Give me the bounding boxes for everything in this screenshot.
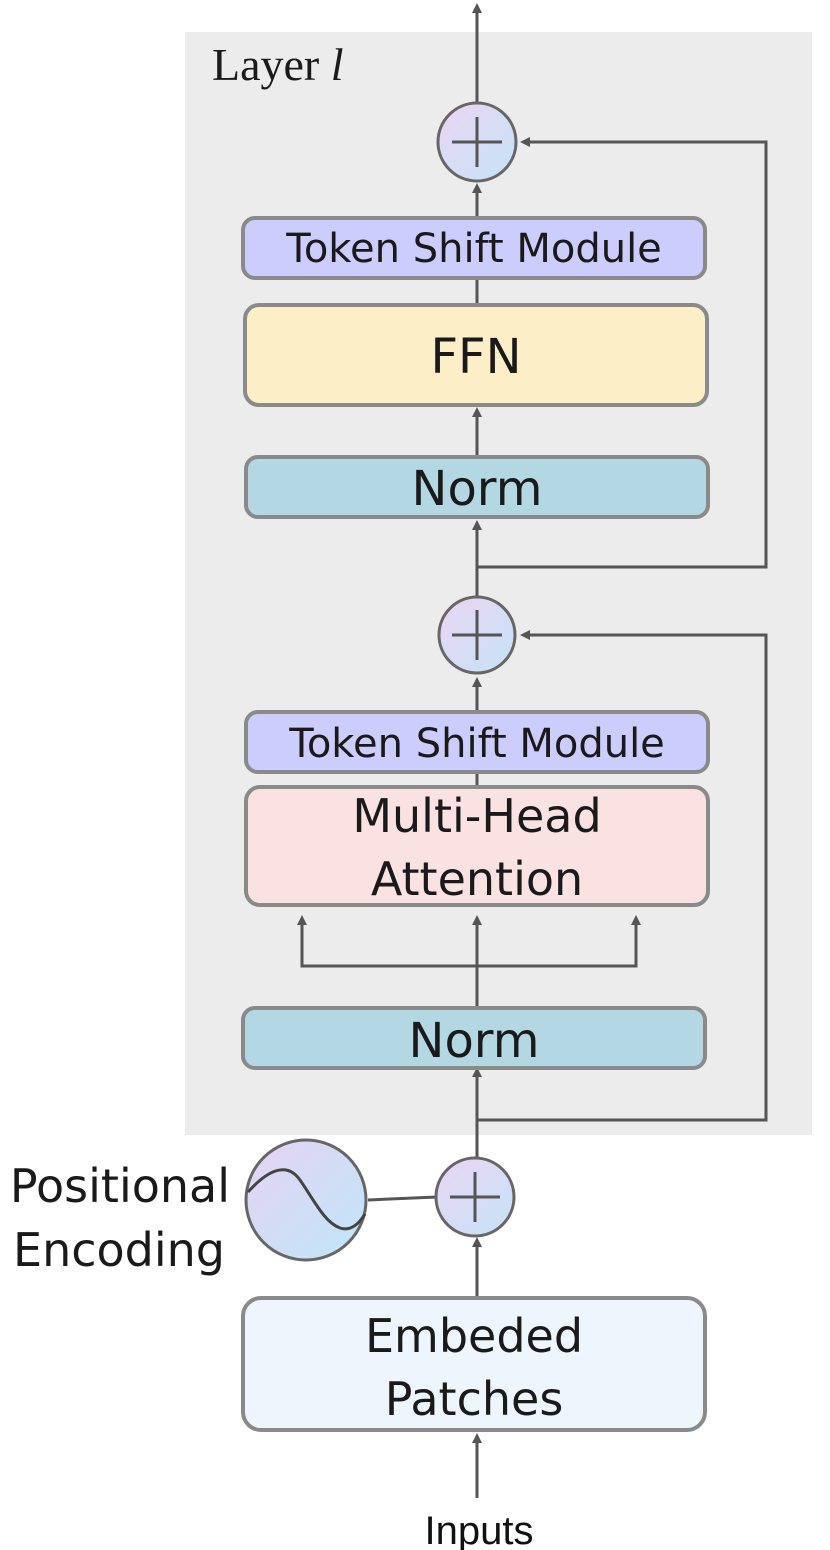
multi-head-attention-block <box>244 785 710 907</box>
ffn-label: FFN <box>430 329 521 385</box>
norm-top-label: Norm <box>412 461 543 517</box>
embedded-patches-block <box>241 1296 707 1432</box>
token-shift-module-top <box>241 216 707 280</box>
branch-qkv <box>300 944 638 968</box>
embedded-patches-label-line1: Embeded <box>365 1309 583 1363</box>
mha-label-line1: Multi-Head <box>352 789 601 843</box>
plus-icon <box>450 1172 500 1222</box>
sine-wave-icon <box>246 1168 367 1231</box>
adder-middle <box>437 595 517 675</box>
residual-connection-top <box>477 137 768 569</box>
layer-title-variable: l <box>331 39 344 90</box>
positional-encoding-circle <box>244 1138 368 1262</box>
norm-bottom-label: Norm <box>409 1013 540 1069</box>
positional-encoding-icon <box>244 1138 368 1262</box>
norm-bottom-block <box>241 1006 707 1070</box>
residual-connection-bottom <box>477 630 768 1122</box>
token-shift-module-bottom <box>244 710 710 774</box>
token-shift-module-top-label: Token Shift Module <box>285 226 662 272</box>
line-pe-to-adder <box>367 1195 438 1202</box>
token-shift-module-bottom-label: Token Shift Module <box>288 721 665 767</box>
adder-top <box>436 101 518 183</box>
layer-title-text: Layer <box>212 39 331 90</box>
inputs-label: Inputs <box>425 1509 534 1550</box>
layer-background <box>185 32 812 1135</box>
plus-icon <box>452 610 502 660</box>
adder-positional <box>434 1156 516 1238</box>
layer-title: Layer l <box>212 39 344 90</box>
ffn-block <box>243 303 709 407</box>
positional-encoding-label-line1: Positional <box>10 1159 230 1213</box>
mha-label-line2: Attention <box>371 852 583 906</box>
positional-encoding-label-line2: Encoding <box>13 1223 225 1277</box>
plus-icon <box>452 117 502 167</box>
norm-top-block <box>244 455 710 519</box>
embedded-patches-label-line2: Patches <box>385 1372 564 1426</box>
